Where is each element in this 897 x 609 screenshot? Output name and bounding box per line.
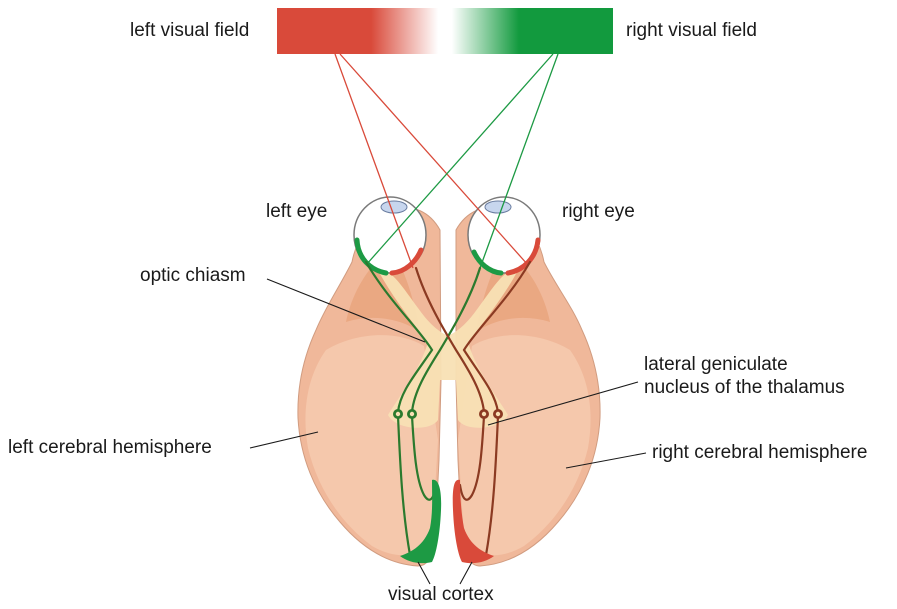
left-eye-label: left eye (266, 201, 327, 223)
longitudinal-fissure (442, 380, 456, 560)
right-visual-field-label: right visual field (626, 20, 757, 42)
left-cerebral-hemisphere-label: left cerebral hemisphere (8, 437, 212, 459)
brain (298, 208, 600, 566)
left-visual-field-label: left visual field (130, 20, 249, 42)
left-eyeball (354, 197, 426, 273)
visual-field-bar (277, 8, 613, 54)
optic-chiasm-label: optic chiasm (140, 265, 246, 287)
right-eye-label: right eye (562, 201, 635, 223)
lgn-label-line1: lateral geniculate (644, 354, 788, 376)
lgn-label-line2: nucleus of the thalamus (644, 377, 845, 399)
visual-cortex-label: visual cortex (388, 584, 494, 606)
right-cerebral-hemisphere-label: right cerebral hemisphere (652, 442, 867, 464)
